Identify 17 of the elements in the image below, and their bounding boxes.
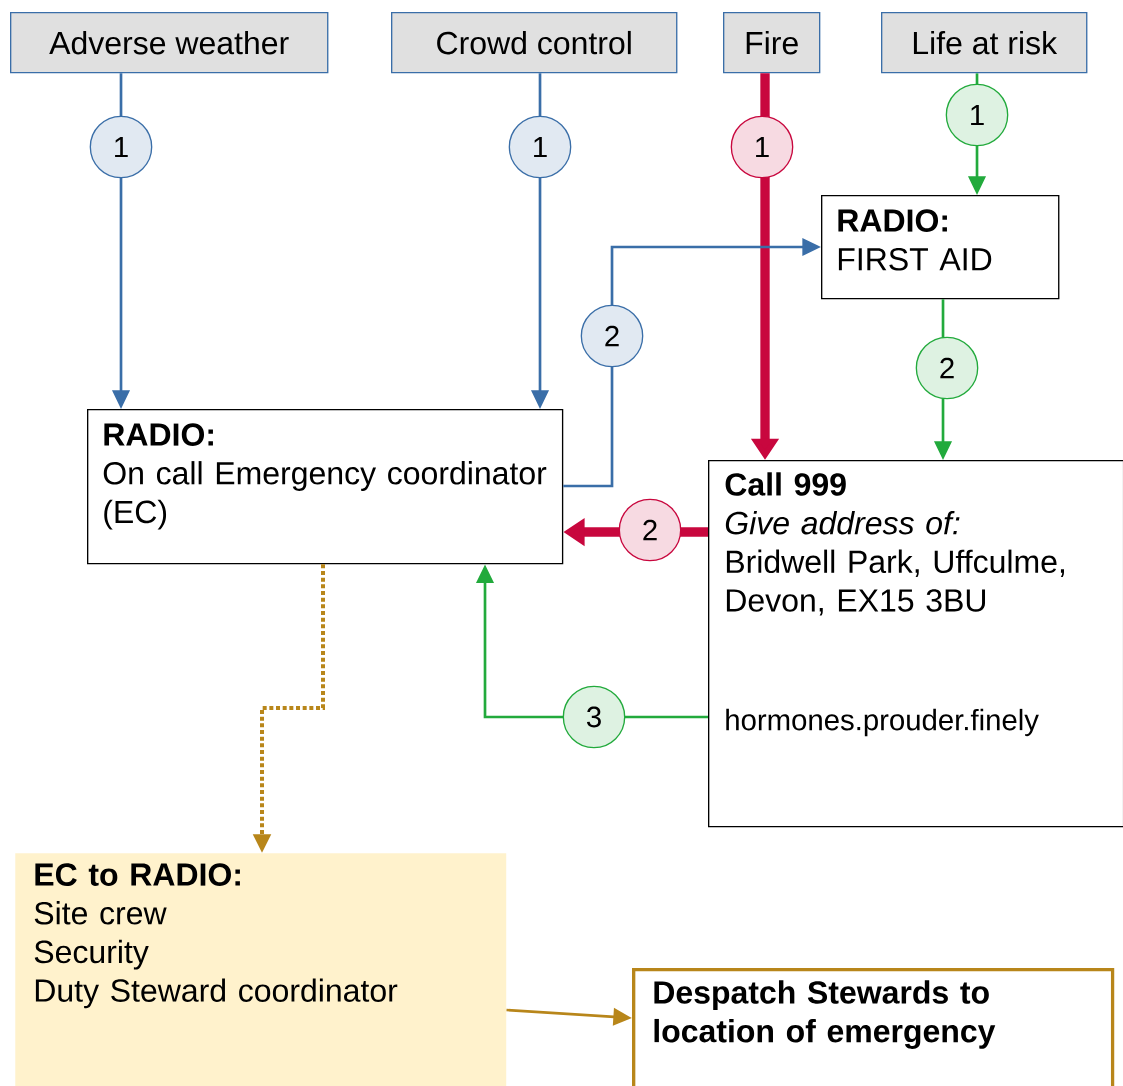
action-box: Despatch Stewards to location of emergency: [632, 968, 1115, 1086]
edge-label: 2: [618, 498, 682, 562]
edge-label: 1: [730, 115, 794, 179]
edge-label: 3: [562, 685, 626, 749]
edge-label: 1: [508, 115, 572, 179]
edge-label: 2: [580, 304, 644, 368]
source-box: Adverse weather: [10, 12, 329, 74]
instruction-box: Call 999 Give address of: Bridwell Park, Uffculme, Devon, EX15 3BU hormones.prouder.finely: [708, 460, 1123, 828]
source-box: Fire: [723, 12, 821, 74]
source-box: Life at risk: [881, 12, 1088, 74]
note-box: EC to RADIO: Site crew Security Duty Steward coordinator: [15, 853, 507, 1086]
radio-box: RADIO: On call Emergency coordinator (EC): [87, 409, 564, 565]
edge-label: 1: [945, 83, 1009, 147]
edge-label: 2: [915, 336, 979, 400]
radio-box: RADIO: FIRST AID: [821, 195, 1060, 300]
source-box: Crowd control: [391, 12, 678, 74]
edge-label: 1: [89, 115, 153, 179]
